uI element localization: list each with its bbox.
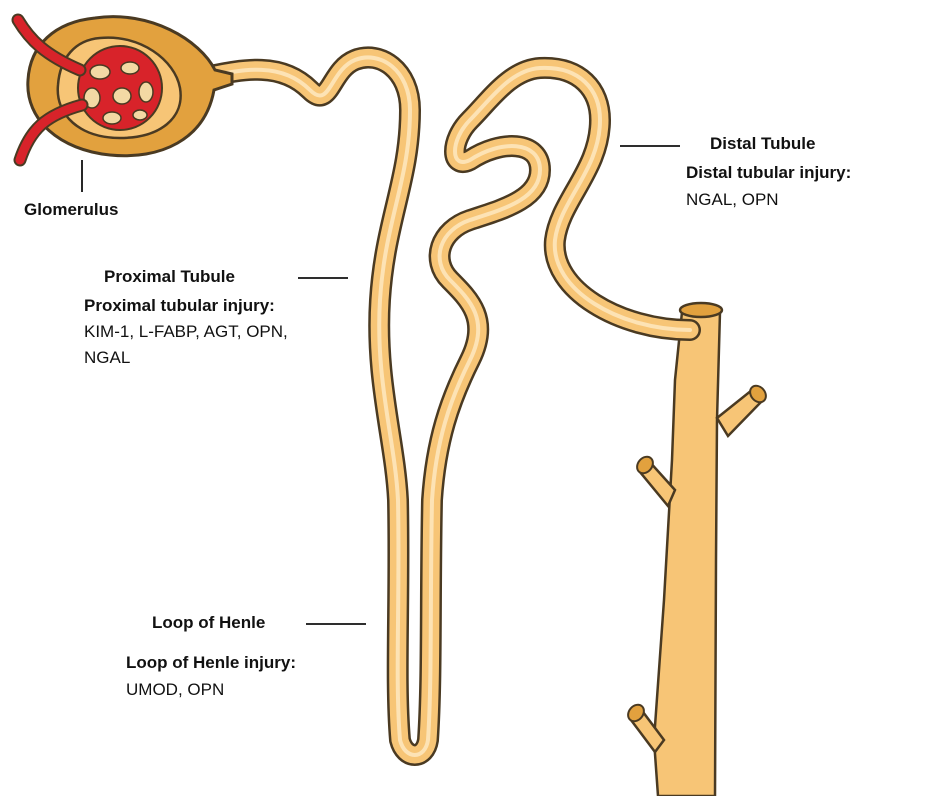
proximal-tubule-label: Proximal Tubule: [104, 267, 235, 287]
proximal-markers-line2: NGAL: [84, 348, 130, 368]
distal-injury-heading: Distal tubular injury:: [686, 163, 851, 183]
distal-markers: NGAL, OPN: [686, 190, 779, 210]
glomerulus-capillaries: [78, 46, 162, 130]
proximal-markers-line1: KIM-1, L-FABP, AGT, OPN,: [84, 322, 288, 342]
distal-tubule-label: Distal Tubule: [710, 134, 815, 154]
henle-markers: UMOD, OPN: [126, 680, 224, 700]
glomerulus-label: Glomerulus: [24, 200, 118, 220]
nephron-tubule: [200, 57, 690, 755]
proximal-injury-heading: Proximal tubular injury:: [84, 296, 275, 316]
collecting-duct: [625, 303, 769, 796]
henle-injury-heading: Loop of Henle injury:: [126, 653, 296, 673]
loop-of-henle-label: Loop of Henle: [152, 613, 265, 633]
